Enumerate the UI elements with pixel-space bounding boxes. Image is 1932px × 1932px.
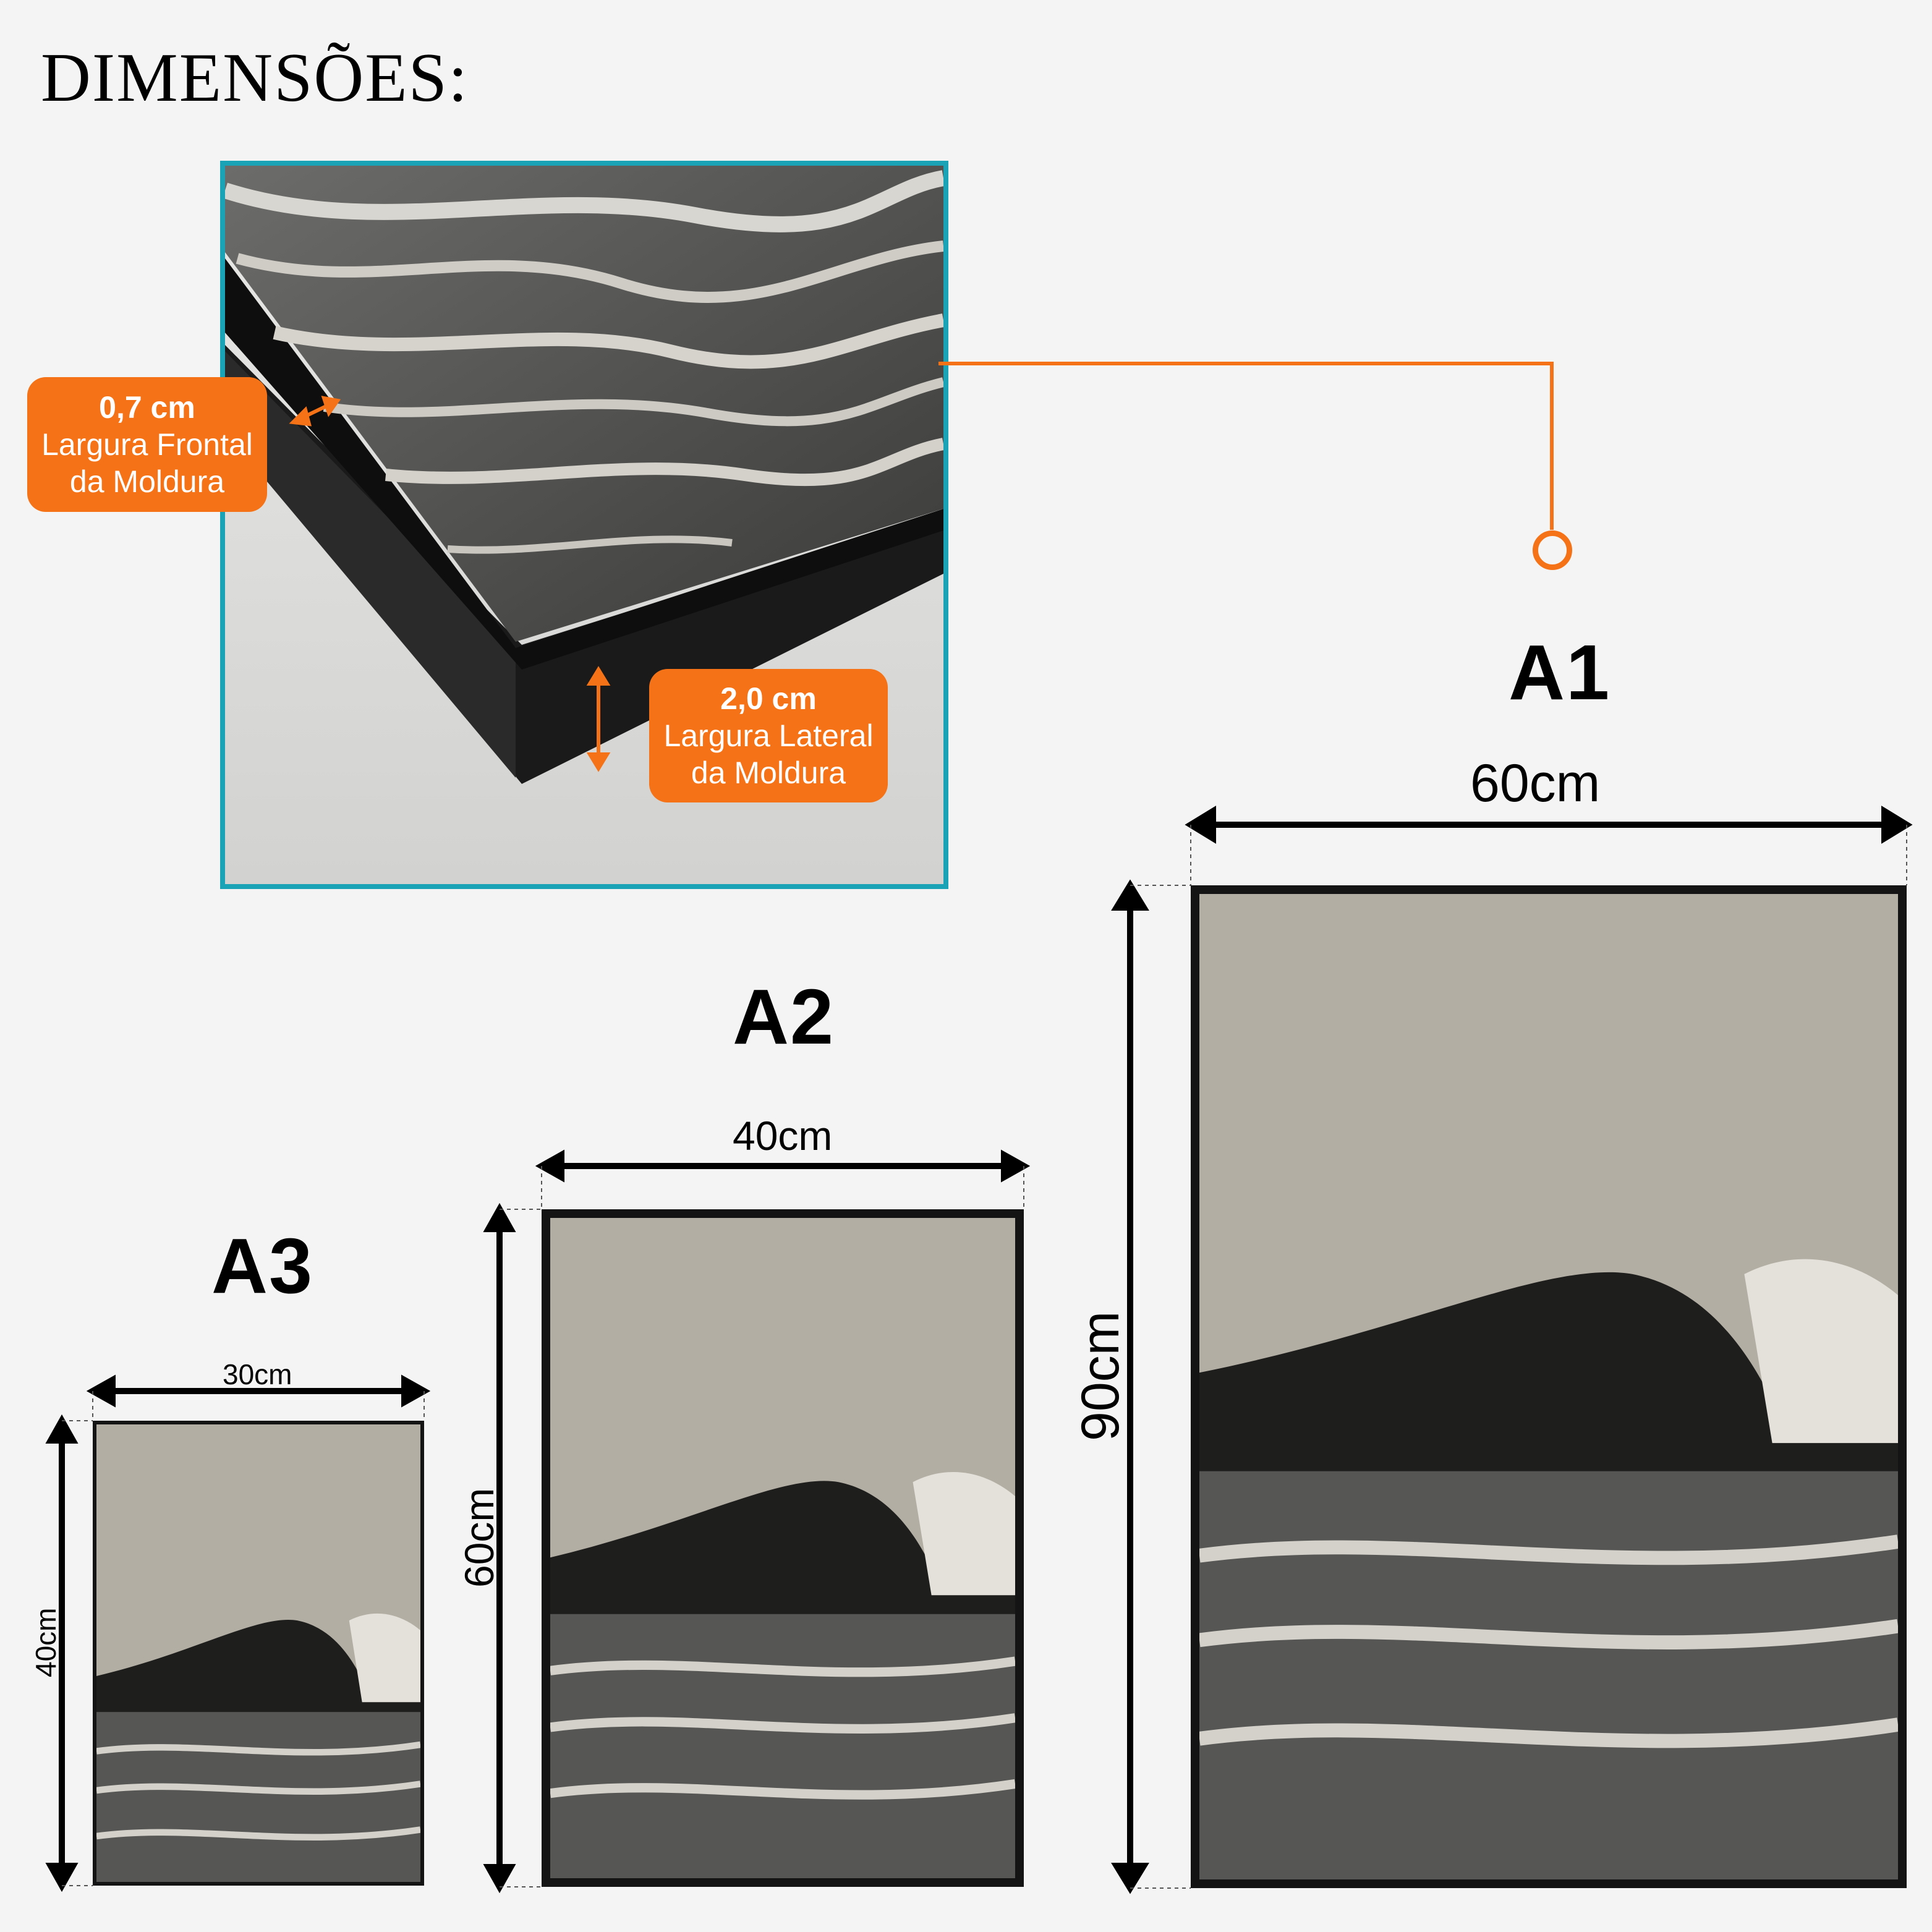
size-label-a2: A2 <box>733 973 835 1060</box>
height-label-a1: 90cm <box>1071 1311 1130 1441</box>
width-label-a1: 60cm <box>1470 754 1601 813</box>
frame-a2 <box>542 1209 1024 1887</box>
front-width-value: 0,7 cm <box>99 390 195 425</box>
side-width-line2: da Moldura <box>691 755 846 790</box>
side-width-line1: Largura Lateral <box>663 718 874 753</box>
connector-line-vertical <box>1550 362 1554 530</box>
frame-corner-illustration <box>225 166 943 884</box>
front-width-line2: da Moldura <box>69 464 225 499</box>
front-width-line1: Largura Frontal <box>41 427 253 462</box>
height-label-a2: 60cm <box>456 1487 502 1588</box>
width-label-a2: 40cm <box>733 1113 833 1159</box>
frame-a3 <box>93 1421 424 1886</box>
wave-artwork-a2 <box>550 1218 1015 1878</box>
connector-line-horizontal <box>938 362 1554 365</box>
size-label-a1: A1 <box>1509 629 1611 716</box>
front-width-badge: 0,7 cm Largura Frontal da Moldura <box>27 377 267 512</box>
size-label-a3: A3 <box>211 1222 314 1309</box>
wave-artwork-a3 <box>96 1424 420 1882</box>
page-title: DIMENSÕES: <box>41 40 469 116</box>
frame-detail-photo <box>220 161 948 889</box>
width-label-a3: 30cm <box>223 1358 292 1390</box>
side-width-badge: 2,0 cm Largura Lateral da Moldura <box>649 669 888 802</box>
side-width-value: 2,0 cm <box>720 681 817 716</box>
frame-a1 <box>1191 885 1907 1888</box>
height-label-a3: 40cm <box>30 1607 62 1677</box>
wave-artwork-a1 <box>1199 894 1898 1879</box>
connector-dot <box>1533 530 1572 570</box>
